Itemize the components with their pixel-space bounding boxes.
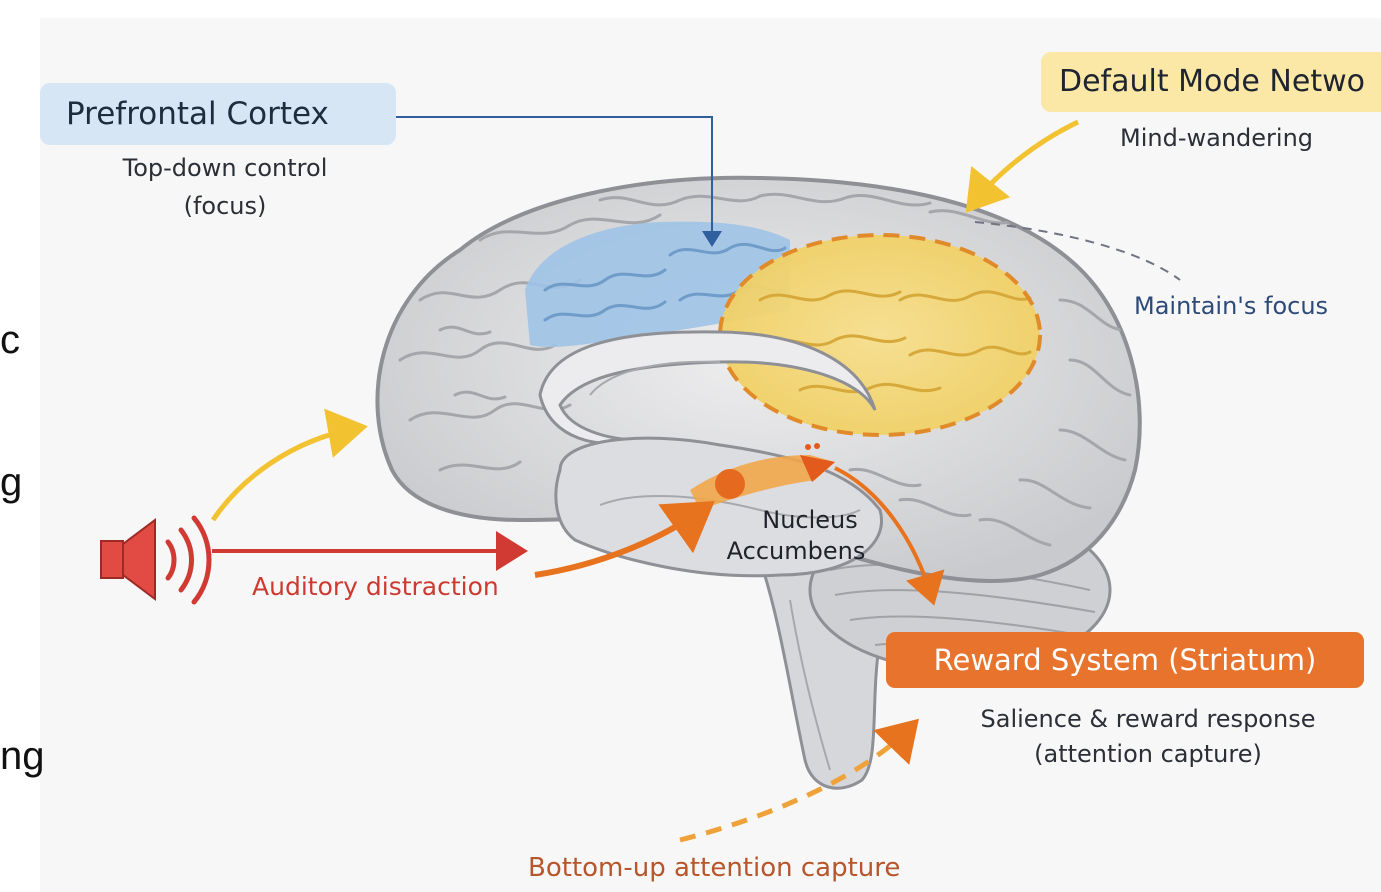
default-mode-arrow (972, 122, 1078, 205)
reward-description-line2: (attention capture) (920, 737, 1376, 771)
nucleus-accumbens-line1: Nucleus (700, 505, 920, 536)
maintains-focus-text: Maintain's focus (1134, 289, 1328, 323)
prefrontal-description-line1: Top-down control (60, 150, 390, 186)
yellow-input-arrow (213, 428, 358, 520)
prefrontal-cortex-label: Prefrontal Cortex (40, 83, 396, 145)
default-mode-network-label: Default Mode Netwo (1041, 52, 1381, 112)
bottom-up-capture-label: Bottom-up attention capture (528, 850, 900, 886)
prefrontal-description-line2: (focus) (60, 188, 390, 224)
bottom-up-arrow (680, 726, 912, 840)
reward-description-line1: Salience & reward response (920, 702, 1376, 736)
nucleus-accumbens-line2: Accumbens (686, 536, 906, 567)
mind-wandering-text: Mind-wandering (1120, 121, 1313, 155)
nucleus-dot (715, 469, 745, 499)
speaker-icon (101, 518, 209, 602)
reward-system-label: Reward System (Striatum) (886, 632, 1364, 688)
auditory-distraction-label: Auditory distraction (252, 570, 499, 604)
